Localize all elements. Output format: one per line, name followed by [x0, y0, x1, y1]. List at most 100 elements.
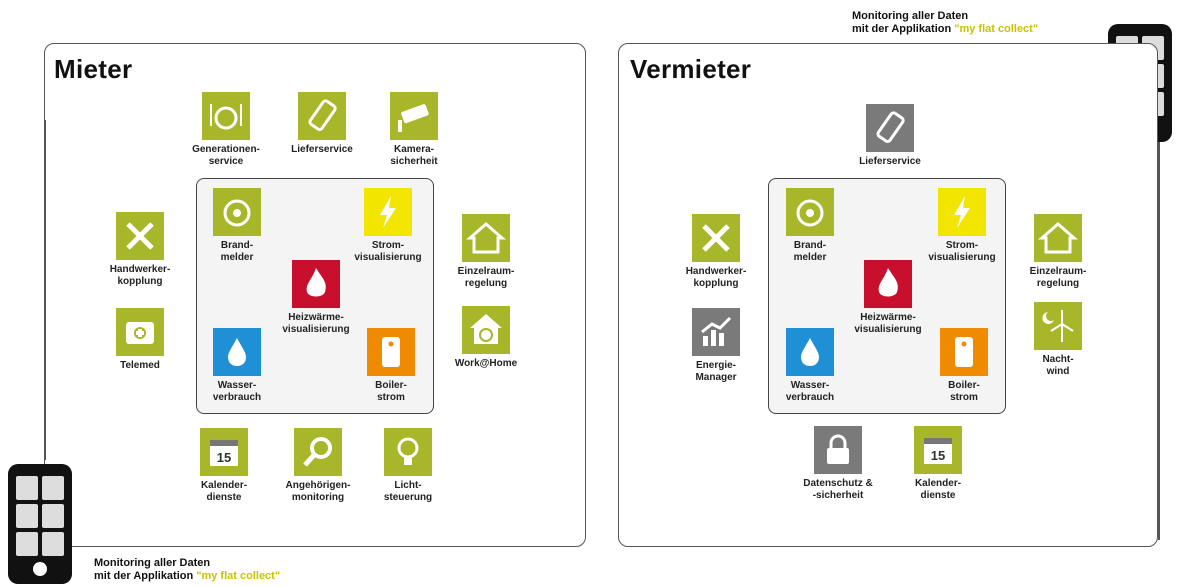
vermieter-tile-einzelraumregelung[interactable]: Einzelraum- regelung — [998, 214, 1118, 290]
mieter-tile-generationenservice[interactable]: Generationen- service — [166, 92, 286, 168]
tile-label: Kalender- dienste — [914, 478, 962, 501]
tile-label: Licht- steuerung — [383, 480, 433, 503]
tile-label: Kalender- dienste — [200, 480, 248, 503]
connector-right — [1158, 142, 1160, 540]
mieter-core-wasserverbrauch[interactable]: Wasser- verbrauch — [177, 328, 297, 404]
tile-label: Heizwärme- visualisierung — [282, 312, 350, 335]
mieter-tile-telemed[interactable]: Telemed — [80, 308, 200, 372]
flame-icon — [292, 260, 340, 308]
mieter-core-boilerstrom[interactable]: Boiler- strom — [331, 328, 451, 404]
tile-label: Wasser- verbrauch — [785, 380, 835, 403]
tile-label: Handwerker- kopplung — [685, 266, 747, 289]
tools-icon — [116, 212, 164, 260]
home-button — [33, 562, 47, 576]
monitoring-line1: Monitoring aller Daten — [852, 10, 969, 22]
tile-label: Nacht- wind — [1042, 354, 1074, 377]
mieter-tile-lieferservice[interactable]: Lieferservice — [262, 92, 382, 156]
tile-label: Einzelraum- regelung — [1029, 266, 1087, 289]
mieter-tile-kalenderdienste[interactable]: 15 Kalender- dienste — [164, 428, 284, 504]
vermieter-tile-kalenderdienste[interactable]: 15 Kalender- dienste — [878, 426, 998, 502]
vermieter-tile-energiemanager[interactable]: Energie- Manager — [656, 308, 776, 384]
house-icon — [1034, 214, 1082, 262]
tile-label: Wasser- verbrauch — [212, 380, 262, 403]
tile-label: Boiler- strom — [375, 380, 407, 403]
mieter-core-heizwaermevisualisierung[interactable]: Heizwärme- visualisierung — [256, 260, 376, 336]
phone-icon — [866, 104, 914, 152]
smartphone-bottom — [8, 464, 72, 584]
tile-label: Einzelraum- regelung — [457, 266, 515, 289]
tile-label: Strom- visualisierung — [928, 240, 996, 263]
line-chart-icon — [42, 504, 64, 528]
download-icon — [42, 532, 64, 556]
water-drop-icon — [213, 328, 261, 376]
tile-label: Telemed — [120, 360, 160, 371]
calendar-icon: 15 — [200, 428, 248, 476]
boiler-icon — [940, 328, 988, 376]
tools-icon — [692, 214, 740, 262]
tile-label: Generationen- service — [192, 144, 260, 167]
wind-turbine-icon — [1034, 302, 1082, 350]
water-drop-icon — [786, 328, 834, 376]
flame-icon — [864, 260, 912, 308]
at-house-icon — [462, 306, 510, 354]
boiler-icon — [367, 328, 415, 376]
mieter-core-stromvisualisierung[interactable]: Strom- visualisierung — [328, 188, 448, 264]
vermieter-title: Vermieter — [630, 54, 752, 84]
smoke-detector-icon — [213, 188, 261, 236]
mieter-core-brandmelder[interactable]: Brand- melder — [177, 188, 297, 264]
vermieter-core-wasserverbrauch[interactable]: Wasser- verbrauch — [750, 328, 870, 404]
bar-chart-icon — [42, 476, 64, 500]
tile-label: Kamera- sicherheit — [390, 144, 438, 167]
vermieter-tile-datenschutz[interactable]: Datenschutz & -sicherheit — [778, 426, 898, 502]
vermieter-core-stromvisualisierung[interactable]: Strom- visualisierung — [902, 188, 1022, 264]
mieter-tile-lichtsteuerung[interactable]: Licht- steuerung — [348, 428, 468, 504]
smoke-detector-icon — [786, 188, 834, 236]
tile-label: Lieferservice — [859, 156, 921, 167]
lock-icon — [814, 426, 862, 474]
tile-label: Boiler- strom — [948, 380, 980, 403]
lightning-icon — [364, 188, 412, 236]
tile-label: Lieferservice — [291, 144, 353, 155]
mieter-tile-einzelraumregelung[interactable]: Einzelraum- regelung — [426, 214, 546, 290]
tile-label: Energie- Manager — [695, 360, 737, 383]
app-name: "my flat collect" — [196, 570, 281, 582]
vermieter-core-boilerstrom[interactable]: Boiler- strom — [904, 328, 1024, 404]
tile-label: Angehörigen- monitoring — [285, 480, 351, 503]
magnifier-icon — [294, 428, 342, 476]
monitoring-line2: mit der Applikation "my flat collect" — [852, 23, 1039, 35]
monitoring-line1: Monitoring aller Daten — [94, 557, 211, 569]
vermieter-tile-handwerkerkopplung[interactable]: Handwerker- kopplung — [656, 214, 776, 290]
dining-icon — [202, 92, 250, 140]
app-name: "my flat collect" — [954, 23, 1039, 35]
tag-icon — [16, 532, 38, 556]
monitoring-caption-top: Monitoring aller Daten mit der Applikati… — [852, 10, 1038, 36]
tile-label: Work@Home — [454, 358, 518, 369]
bulb-icon — [384, 428, 432, 476]
mieter-tile-angehoerigenmonitoring[interactable]: Angehörigen- monitoring — [258, 428, 378, 504]
connector-left — [44, 120, 46, 460]
tile-label: Handwerker- kopplung — [109, 264, 171, 287]
trend-chart-icon — [16, 504, 38, 528]
vermieter-tile-nachtwind[interactable]: Nacht- wind — [998, 302, 1118, 378]
lightning-icon — [938, 188, 986, 236]
tile-label: Brand- melder — [220, 240, 254, 263]
monitoring-line2: mit der Applikation "my flat collect" — [94, 570, 281, 582]
mieter-tile-handwerkerkopplung[interactable]: Handwerker- kopplung — [80, 212, 200, 288]
tile-label: Heizwärme- visualisierung — [854, 312, 922, 335]
monitoring-caption-bottom: Monitoring aller Daten mit der Applikati… — [94, 557, 280, 583]
tile-label: Strom- visualisierung — [354, 240, 422, 263]
phone-icon — [298, 92, 346, 140]
calendar-icon: 15 — [914, 426, 962, 474]
medkit-icon — [116, 308, 164, 356]
mieter-tile-workathome[interactable]: Work@Home — [426, 306, 546, 370]
tile-label: Brand- melder — [793, 240, 827, 263]
mieter-tile-kamerasicherheit[interactable]: Kamera- sicherheit — [354, 92, 474, 168]
pie-chart-icon — [16, 476, 38, 500]
vermieter-core-heizwaermevisualisierung[interactable]: Heizwärme- visualisierung — [828, 260, 948, 336]
camera-icon — [390, 92, 438, 140]
svg-text:15: 15 — [931, 448, 945, 463]
svg-text:15: 15 — [217, 450, 231, 465]
chart-icon — [692, 308, 740, 356]
vermieter-core-brandmelder[interactable]: Brand- melder — [750, 188, 870, 264]
vermieter-tile-lieferservice[interactable]: Lieferservice — [830, 104, 950, 168]
